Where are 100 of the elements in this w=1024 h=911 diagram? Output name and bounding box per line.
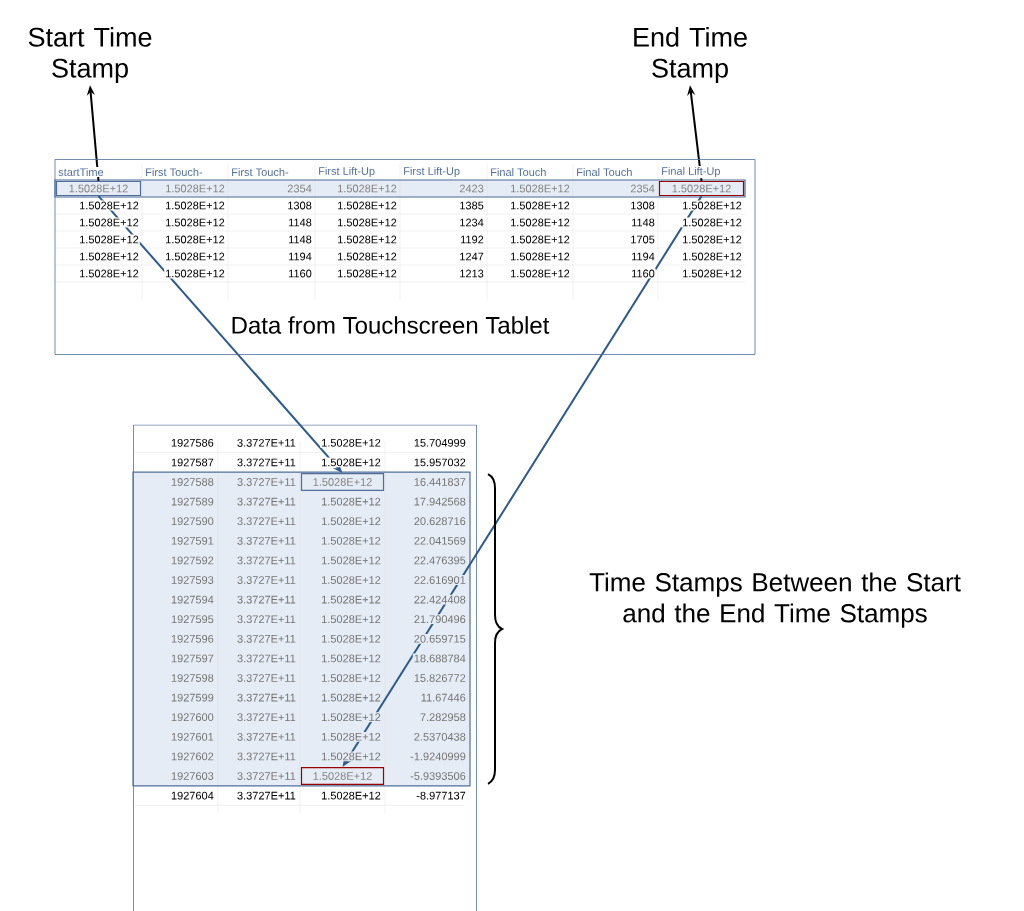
table-cell: 1148 (630, 217, 656, 228)
column-header: Final Touch (575, 166, 634, 178)
table-cell: 3.3727E+11 (236, 575, 297, 585)
table-cell: 3.3727E+11 (236, 457, 297, 468)
table-cell: 1234 (458, 217, 485, 228)
table-cell: 1.5028E+12 (320, 555, 382, 566)
highlighted-cell: 1.5028E+12 (300, 767, 385, 785)
table-cell: 1.5028E+12 (320, 614, 382, 625)
table-cell: 17.942568 (412, 496, 467, 507)
table-cell: 1.5028E+12 (336, 217, 398, 228)
table-cell: 1.5028E+12 (320, 673, 382, 683)
brace-label: Time Stamps Between the Start and the End Time Stamps (589, 572, 961, 628)
table-cell: 2423 (458, 183, 485, 194)
table-cell: 1.5028E+12 (336, 251, 398, 262)
table-cell: 1.5028E+12 (320, 751, 382, 762)
table-cell: 1927591 (170, 535, 215, 546)
table-cell: 1.5028E+12 (78, 200, 140, 211)
table-cell: 16.441837 (412, 477, 467, 487)
table-cell: 1.5028E+12 (78, 268, 140, 279)
table-cell: 3.3727E+11 (236, 751, 297, 762)
table-cell: 3.3727E+11 (236, 653, 297, 664)
table-cell: 3.3727E+11 (236, 692, 297, 703)
table-cell: 20.659715 (412, 633, 467, 644)
table-cell: 1.5028E+12 (336, 234, 398, 245)
table-cell: 1927603 (170, 771, 215, 781)
table-cell: 1.5028E+12 (320, 731, 382, 742)
column-header: Final Lift-Up (660, 165, 722, 179)
table-cell: -8.977137 (415, 790, 467, 801)
table-cell: 1.5028E+12 (164, 234, 226, 245)
column-header: First Lift-Up (402, 165, 462, 179)
table-cell: 1.5028E+12 (320, 516, 382, 527)
table-cell: 7.282958 (418, 712, 467, 723)
table-cell: 15.957032 (412, 457, 467, 468)
table-cell: 1.5028E+12 (320, 692, 382, 703)
table-cell: 1160 (630, 268, 656, 279)
table-cell: 1927596 (170, 633, 215, 644)
column-header: startTime (57, 166, 105, 178)
table-cell: 1160 (287, 268, 313, 279)
column-header: First Touch- (230, 166, 290, 178)
table-cell: 1.5028E+12 (509, 234, 571, 245)
table-cell: 15.826772 (412, 673, 467, 683)
table-cell: 1927594 (170, 594, 215, 605)
table-cell: 22.616901 (412, 575, 467, 585)
table-cell: 1.5028E+12 (164, 200, 226, 211)
table-cell: 21.790496 (412, 614, 467, 625)
table-cell: 2.5370438 (412, 731, 467, 742)
table-cell: 1194 (630, 251, 656, 262)
table-cell: 1308 (629, 200, 656, 211)
table-cell: 3.3727E+11 (236, 594, 297, 605)
table-cell: 1705 (629, 234, 656, 245)
table-cell: 3.3727E+11 (236, 516, 297, 527)
table-cell: 1927587 (170, 457, 215, 468)
table-cell: 15.704999 (412, 437, 467, 448)
table-cell: -5.9393506 (409, 771, 467, 781)
table-cell: 1192 (459, 234, 485, 245)
column-header: First Lift-Up (317, 165, 377, 179)
table-cell: 1927602 (170, 751, 215, 762)
table-cell: 1927600 (170, 712, 215, 723)
table-cell: 3.3727E+11 (236, 535, 297, 546)
table-cell: 1.5028E+12 (336, 268, 398, 279)
table-cell: 1.5028E+12 (320, 633, 382, 644)
table-cell: 3.3727E+11 (236, 437, 297, 448)
column-header: Final Touch (489, 166, 548, 178)
table-cell: 1.5028E+12 (681, 217, 743, 228)
table-cell: 1148 (287, 217, 313, 228)
table-cell: 1.5028E+12 (164, 183, 226, 194)
table-panel (133, 424, 477, 911)
table-cell: 1385 (458, 200, 485, 211)
table-cell: 22.041569 (412, 535, 467, 546)
table-cell: 3.3727E+11 (236, 633, 297, 644)
table-cell: 3.3727E+11 (236, 555, 297, 566)
table-cell: 1927599 (170, 692, 215, 703)
table-cell: 1927601 (170, 731, 215, 742)
table-cell: 1927604 (170, 790, 215, 801)
table-cell: 20.628716 (412, 516, 467, 527)
table-cell: 1.5028E+12 (681, 234, 743, 245)
table-cell: 1.5028E+12 (320, 575, 382, 585)
table-cell: 3.3727E+11 (236, 496, 297, 507)
table-cell: 1.5028E+12 (509, 200, 571, 211)
highlighted-cell: 1.5028E+12 (658, 180, 745, 197)
table-cell: 1.5028E+12 (78, 251, 140, 262)
table-caption: Data from Touchscreen Tablet (229, 315, 551, 335)
highlighted-cell: 1.5028E+12 (55, 180, 142, 197)
table-cell: 1.5028E+12 (509, 268, 571, 279)
table-cell: 1.5028E+12 (509, 217, 571, 228)
table-cell: 1247 (458, 251, 485, 262)
table-cell: 1927598 (170, 673, 215, 683)
table-cell: 1.5028E+12 (681, 200, 743, 211)
highlighted-cell: 1.5028E+12 (300, 473, 385, 491)
table-cell: 1927593 (170, 575, 215, 585)
table-cell: 1927588 (170, 477, 215, 487)
caption-text: Start Time Stamp (28, 26, 152, 84)
table-cell: 1927597 (170, 653, 215, 664)
table-cell: 1148 (287, 234, 313, 245)
table-cell: 1213 (458, 268, 485, 279)
table-cell: 3.3727E+11 (236, 790, 297, 801)
table-cell: 1.5028E+12 (164, 251, 226, 262)
table-cell: 2354 (286, 183, 313, 194)
table-cell: -1.9240999 (409, 751, 467, 762)
table-cell: 3.3727E+11 (236, 731, 297, 742)
